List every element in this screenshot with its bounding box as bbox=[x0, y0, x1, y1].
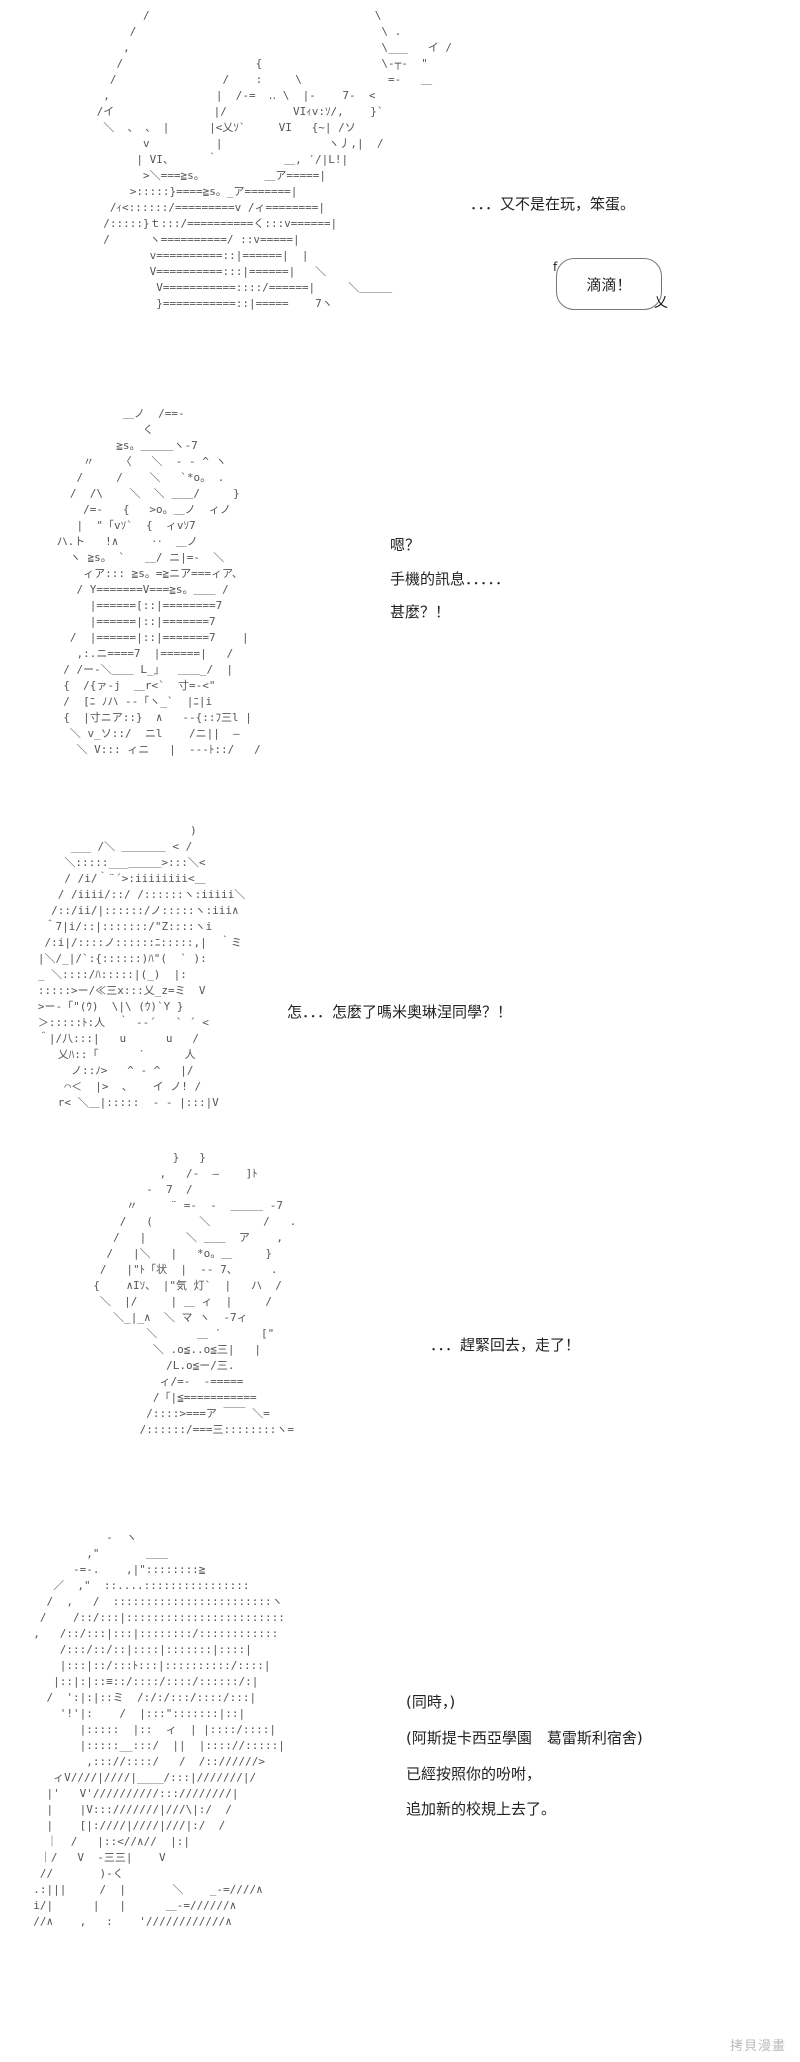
dialogue-line: 追加新的校規上去了。 bbox=[406, 1800, 557, 1818]
dialogue-line: 怎．．．怎麼了嗎米奧琳涅同學？！ bbox=[287, 1003, 513, 1021]
ascii-art-character: ) ___ /＼ ＿＿＿＿ < / ＼:::::___＿＿＿>:::＼< / /… bbox=[37, 824, 246, 1109]
panel-1: / \ / \ . , \___ イ / / { \‐┬‐ " / bbox=[0, 0, 800, 390]
dialogue-line: 已經按照你的吩咐， bbox=[406, 1765, 542, 1783]
panel-3: ) ___ /＼ ＿＿＿＿ < / ＼:::::___＿＿＿>:::＼< / /… bbox=[0, 815, 800, 1145]
bubble-corner-mark: f bbox=[553, 260, 558, 274]
ascii-art-character: / \ / \ . , \___ イ / / { \‐┬‐ " / bbox=[96, 9, 452, 310]
watermark: 拷貝漫畫 bbox=[729, 2039, 786, 2054]
panel-5: - ヽ ," ＿＿ -=-. ,|"::::::::≧ ／ ," ::....:… bbox=[0, 1530, 800, 2062]
dialogue-line: ．．．又不是在玩，笨蛋。 bbox=[470, 195, 636, 213]
sound-effect-bubble: 滴滴！ bbox=[556, 258, 662, 310]
bubble-tail-mark: 乂 bbox=[654, 295, 668, 311]
dialogue-line: 嗯？ bbox=[390, 536, 421, 554]
ascii-art-character: } } , /‐ ― ]ﾄ ‐ 7 / 〃 ¨ =- - ＿＿＿ -7 / ( … bbox=[93, 1151, 297, 1436]
sound-effect-text: 滴滴！ bbox=[586, 275, 632, 294]
narration-line: (同時，) bbox=[406, 1693, 456, 1711]
narration-line: (阿斯提卡西亞學園 葛雷斯利宿舍) bbox=[406, 1729, 643, 1747]
dialogue-line: 手機的訊息．．．．． bbox=[390, 570, 511, 588]
dialogue-line: 甚麼？！ bbox=[390, 603, 451, 621]
panel-4: } } , /‐ ― ]ﾄ ‐ 7 / 〃 ¨ =- - ＿＿＿ -7 / ( … bbox=[0, 1150, 800, 1510]
dialogue-line: ．．．趕緊回去，走了！ bbox=[430, 1336, 581, 1354]
ascii-art-character: ＿ノ /==- く ≧s。＿＿＿ヽ-7 〃 〈 ＼ ‐ ‐ ^ ヽ / / ＼ … bbox=[56, 407, 261, 756]
panel-2: ＿ノ /==- く ≧s。＿＿＿ヽ-7 〃 〈 ＼ ‐ ‐ ^ ヽ / / ＼ … bbox=[0, 400, 800, 800]
ascii-art-character: - ヽ ," ＿＿ -=-. ,|"::::::::≧ ／ ," ::....:… bbox=[33, 1531, 285, 1928]
